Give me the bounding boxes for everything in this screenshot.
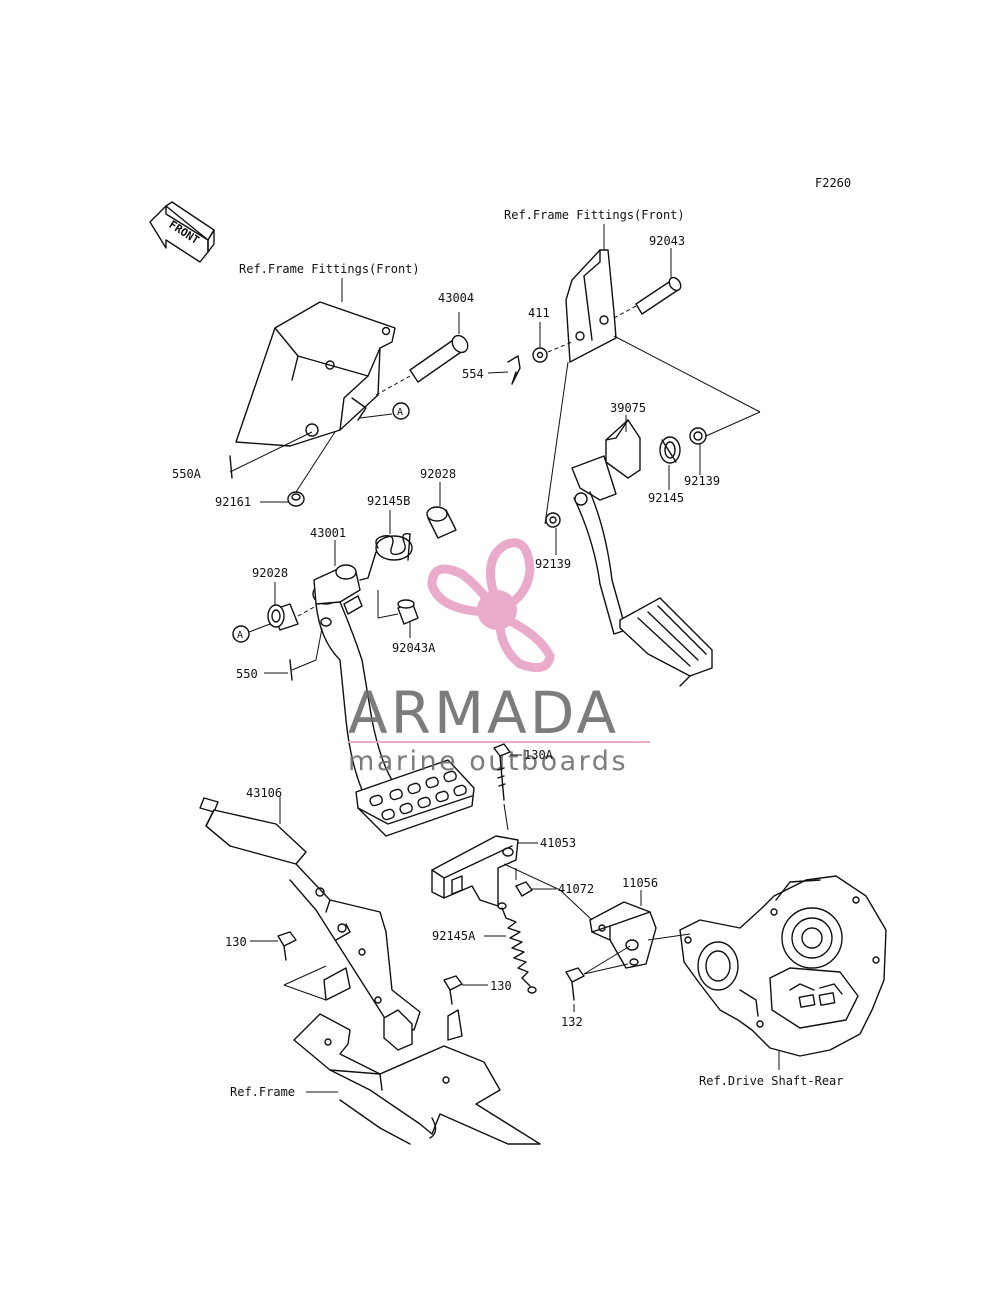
ref-frame: Ref.Frame [230,1085,295,1099]
pin-43004: 43004 [375,291,474,396]
bolt-130A [493,743,511,801]
label-92043A: 92043A [392,641,436,655]
label-92028-top: 92028 [420,467,456,481]
label-43106: 43106 [246,786,282,800]
label-132: 132 [561,1015,583,1029]
diagram-code: F2260 [815,176,851,190]
label-92161: 92161 [215,495,251,509]
bolt-130-left [277,931,297,961]
callout-a-top: A [397,407,403,418]
label-92145: 92145 [648,491,684,505]
label-92145A: 92145A [432,929,476,943]
label-550: 550 [236,667,258,681]
bushing-92028-top [426,506,457,539]
label-92139-left: 92139 [535,557,571,571]
parking-brake-lever [199,797,421,1051]
nut-41072 [515,881,533,897]
ref-frame-fittings-left: Ref.Frame Fittings(Front) [239,262,420,276]
label-41053: 41053 [540,836,576,850]
left-bracket: Ref.Frame Fittings(Front) [235,262,420,447]
bolt-132 [565,967,585,1001]
bracket-11056 [589,901,657,969]
ref-frame-fittings-right: Ref.Frame Fittings(Front) [504,208,685,222]
bolt-130-right [443,975,463,1041]
label-43004: 43004 [438,291,474,305]
bracket-41053 [431,835,519,907]
accelerator-pedal [571,419,713,687]
right-bracket: Ref.Frame Fittings(Front) [504,208,685,363]
label-39075: 39075 [610,401,646,415]
callout-a-bottom: A [237,630,243,641]
label-41072: 41072 [558,882,594,896]
watermark: ARMADA marine outboards [348,538,650,777]
spring-92145A [497,902,537,994]
bushing-92028-left [267,603,299,631]
label-92139-right: 92139 [684,474,720,488]
spring-92145 [659,436,681,464]
label-130-left: 130 [225,935,247,949]
label-411: 411 [528,306,550,320]
label-554: 554 [462,367,484,381]
label-130A: 130A [524,748,554,762]
brake-pedal-arm [312,564,475,837]
watermark-tagline: marine outboards [348,746,628,777]
label-92145B: 92145B [367,494,410,508]
drive-shaft-housing [679,875,887,1057]
front-arrow-icon: FRONT [149,201,215,263]
spring-92145B [359,532,413,581]
label-11056: 11056 [622,876,658,890]
label-130-right: 130 [490,979,512,993]
label-92043: 92043 [649,234,685,248]
label-92028-left: 92028 [252,566,288,580]
pin-92043A [397,599,419,625]
propeller-logo-icon [427,538,555,673]
label-550A: 550A [172,467,202,481]
label-43001: 43001 [310,526,346,540]
watermark-brand: ARMADA [348,679,619,747]
ref-drive-shaft-rear: Ref.Drive Shaft-Rear [699,1074,844,1088]
frame-member [293,967,541,1145]
